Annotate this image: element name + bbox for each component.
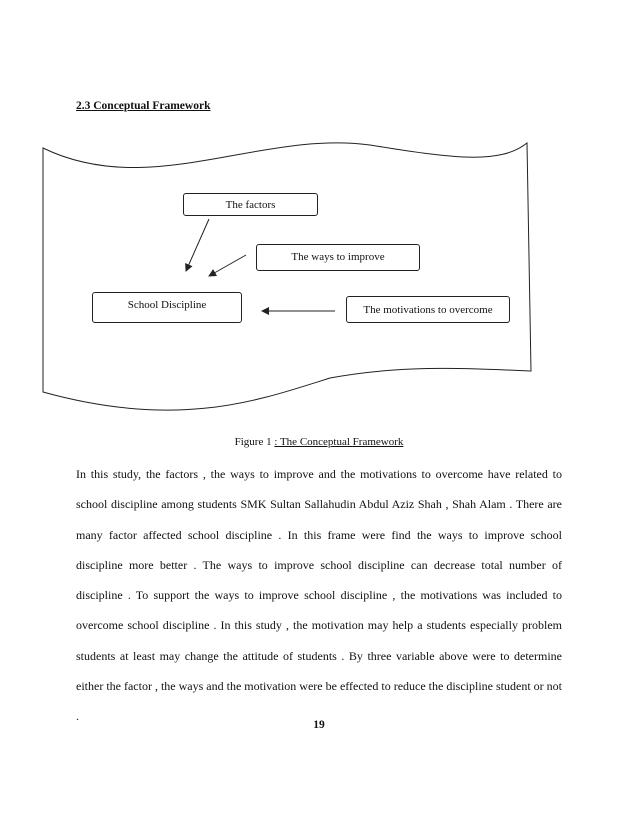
caption-label: Figure 1 [234, 436, 272, 448]
arrow-factors-to-discipline [185, 218, 210, 272]
framework-diagram [42, 141, 532, 411]
caption-title: : The Conceptual Framework [274, 436, 404, 448]
ways-box: The ways to improve [256, 244, 420, 271]
school-discipline-box: School Discipline [92, 292, 242, 323]
motivations-box: The motivations to overcome [346, 296, 510, 323]
figure-caption: Figure 1 : The Conceptual Framework [0, 436, 638, 448]
factors-box: The factors [183, 193, 318, 216]
scroll-frame [42, 141, 532, 411]
page-number: 19 [313, 719, 325, 731]
arrow-ways-to-discipline [208, 254, 247, 277]
section-heading: 2.3 Conceptual Framework [76, 100, 211, 112]
body-paragraph: In this study, the factors , the ways to… [76, 467, 562, 724]
